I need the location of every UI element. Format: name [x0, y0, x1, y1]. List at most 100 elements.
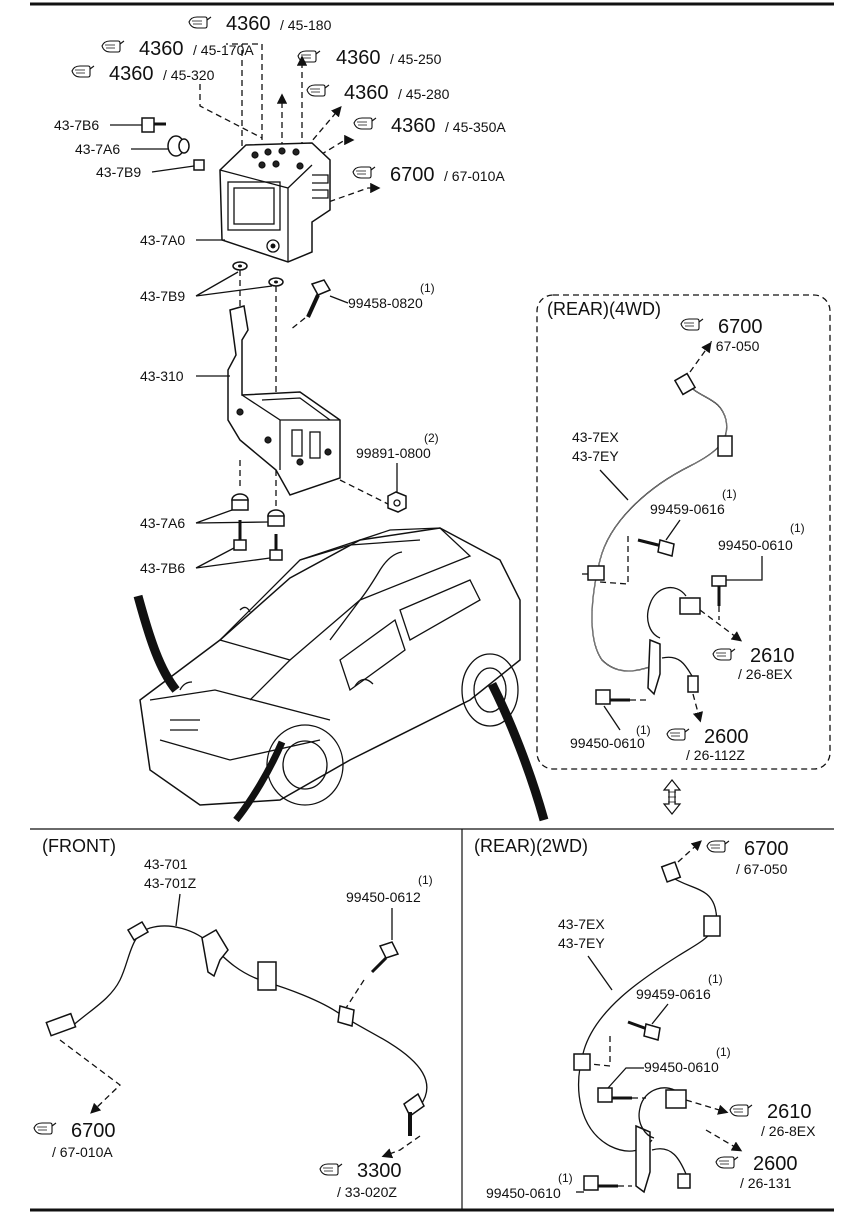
svg-text:4360: 4360	[336, 47, 381, 69]
part-qty: (1)	[708, 972, 723, 986]
part-qty: (1)	[636, 723, 651, 737]
svg-text:/ 33-020Z: / 33-020Z	[337, 1184, 397, 1200]
part-qty: (1)	[558, 1171, 573, 1185]
part-label: 99450-0610	[486, 1185, 561, 1201]
ref-book-icon	[319, 1163, 343, 1176]
svg-text:/ 45-280: / 45-280	[398, 86, 450, 102]
hydraulic-unit-assembly	[141, 43, 381, 263]
part-label: 99450-0610	[570, 735, 645, 751]
svg-text:6700: 6700	[71, 1120, 116, 1142]
ref-book-icon	[715, 1156, 739, 1169]
ref-callout-r12[interactable]: 2610 / 26-8EX	[729, 1101, 816, 1139]
bolt-99459-0616-4wd	[637, 538, 675, 557]
washer-43-7b9-right	[268, 277, 284, 287]
svg-text:4360: 4360	[226, 13, 271, 35]
bolt-99450-0610-2wd-mid	[597, 1087, 632, 1103]
front-title: (FRONT)	[42, 836, 116, 856]
part-label: 43-7B9	[96, 164, 141, 180]
ref-callout-r13[interactable]: 2600 / 26-131	[715, 1153, 798, 1191]
ref-book-icon	[306, 84, 330, 97]
part-qty: (1)	[722, 487, 737, 501]
ref-book-icon	[712, 648, 736, 661]
svg-text:4360: 4360	[344, 82, 389, 104]
svg-text:6700: 6700	[390, 164, 435, 186]
part-label: 99459-0616	[636, 986, 711, 1002]
part-label: 99450-0612	[346, 889, 421, 905]
part-label: 43-701	[144, 856, 188, 872]
svg-text:4360: 4360	[139, 38, 184, 60]
svg-text:/ 26-131: / 26-131	[740, 1175, 792, 1191]
ref-callout-r8[interactable]: 6700 / 67-050	[680, 316, 763, 354]
bolt-43-7b9-top	[193, 159, 205, 171]
svg-text:/ 67-050: / 67-050	[736, 861, 788, 877]
rear-4wd-box	[536, 294, 831, 770]
part-label: 99458-0820	[348, 295, 423, 311]
double-arrow-icon	[662, 779, 682, 815]
ref-callout-r5[interactable]: 4360 / 45-280	[306, 82, 450, 104]
part-qty: (1)	[418, 873, 433, 887]
ref-callout-r3[interactable]: 4360 / 45-250	[297, 47, 442, 69]
svg-text:2610: 2610	[767, 1101, 812, 1123]
part-label: 43-7B6	[140, 560, 185, 576]
part-qty: (1)	[790, 521, 805, 535]
part-label: 43-7EY	[558, 935, 605, 951]
bushing-43-7a6-left	[231, 493, 249, 511]
part-label: 43-7EX	[558, 916, 605, 932]
part-label: 43-7B6	[54, 117, 99, 133]
part-label: 99450-0610	[718, 537, 793, 553]
ref-book-icon	[706, 840, 730, 853]
bushing-43-7a6-right	[267, 509, 285, 527]
ref-callout-r10[interactable]: 2600 / 26-112Z	[666, 726, 749, 763]
bushing-43-7a6-top	[167, 135, 190, 157]
svg-text:4360: 4360	[109, 63, 154, 85]
ref-book-icon	[352, 166, 376, 179]
ref-book-icon	[101, 40, 125, 53]
ref-callout-r4[interactable]: 4360 / 45-320	[71, 63, 215, 85]
rear-2wd-title: (REAR)(2WD)	[474, 836, 588, 856]
ref-callout-r2[interactable]: 4360 / 45-170A	[101, 38, 254, 60]
ref-book-icon	[353, 117, 377, 130]
ref-callout-r7[interactable]: 6700 / 67-010A	[352, 164, 505, 186]
svg-text:/ 45-320: / 45-320	[163, 67, 215, 83]
svg-text:/ 67-010A: / 67-010A	[52, 1144, 113, 1160]
bolt-43-7b6-right	[269, 534, 283, 561]
part-label: 43-7EY	[572, 448, 619, 464]
rear-4wd-title: (REAR)(4WD)	[547, 299, 661, 319]
ref-callout-r14[interactable]: 6700 / 67-010A	[33, 1120, 116, 1160]
ref-book-icon	[729, 1104, 753, 1117]
part-label: 43-7A6	[140, 515, 185, 531]
part-label: 43-7B9	[140, 288, 185, 304]
svg-text:/ 26-8EX: / 26-8EX	[738, 666, 793, 682]
part-label: 99450-0610	[644, 1059, 719, 1075]
ref-callout-r9[interactable]: 2610 / 26-8EX	[712, 645, 795, 682]
bolt-99450-0610-4wd-right	[711, 575, 727, 606]
ref-book-icon	[297, 50, 321, 63]
ref-book-icon	[680, 318, 704, 331]
part-qty: (1)	[716, 1045, 731, 1059]
bolt-99459-0616-2wd	[627, 1020, 661, 1041]
svg-text:6700: 6700	[744, 838, 789, 860]
bolt-43-7b6-top	[141, 117, 166, 133]
svg-text:/ 45-180: / 45-180	[280, 17, 332, 33]
svg-text:/ 67-010A: / 67-010A	[444, 168, 505, 184]
svg-text:2600: 2600	[704, 726, 749, 748]
ref-callout-r6[interactable]: 4360 / 45-350A	[353, 115, 506, 137]
vehicle-illustration	[133, 527, 549, 823]
ref-book-icon	[33, 1122, 57, 1135]
ref-callout-r15[interactable]: 3300 / 33-020Z	[319, 1160, 402, 1200]
svg-text:/ 26-112Z: / 26-112Z	[686, 747, 745, 763]
ref-callout-r11[interactable]: 6700 / 67-050	[706, 838, 789, 877]
svg-text:4360: 4360	[391, 115, 436, 137]
ref-callout-r1[interactable]: 4360 / 45-180	[188, 13, 332, 35]
part-qty: (2)	[424, 431, 439, 445]
bolt-99450-0610-4wd-bottom	[595, 689, 630, 705]
rear-2wd-sensor-harness	[573, 840, 743, 1194]
svg-text:/ 67-050: / 67-050	[708, 338, 760, 354]
washer-43-7b9-left	[232, 261, 248, 271]
part-label: 43-7A0	[140, 232, 185, 248]
svg-text:/ 45-170A: / 45-170A	[193, 42, 254, 58]
part-label: 43-7A6	[75, 141, 120, 157]
svg-text:2600: 2600	[753, 1153, 798, 1175]
front-sensor-harness	[45, 920, 428, 1159]
